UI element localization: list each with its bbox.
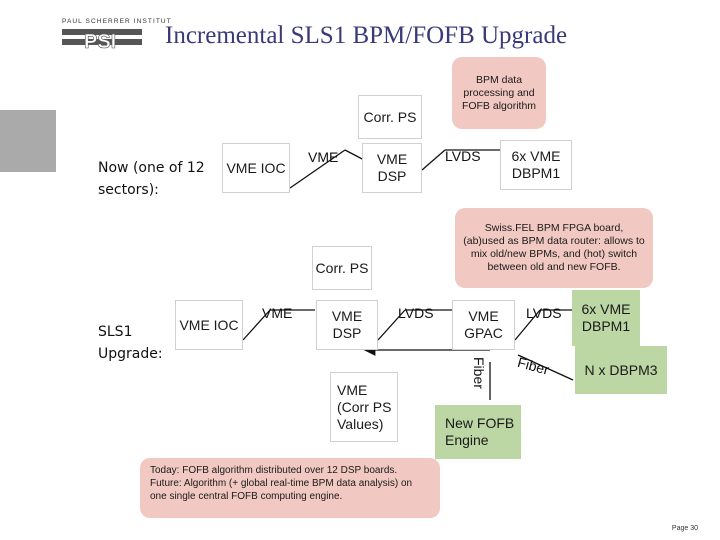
bottom-vme-ioc-label: VME IOC xyxy=(179,316,239,333)
bottom-vme-link-label: VME xyxy=(262,305,293,321)
bottom-vme-gpac-box: VME GPAC xyxy=(452,300,515,350)
top-corr-ps-label: Corr. PS xyxy=(363,108,417,125)
bottom-vme-dsp-box: VME DSP xyxy=(316,300,378,350)
corr-values-label: VME (Corr PS Values) xyxy=(337,381,392,432)
today-callout: Today: FOFB algorithm distributed over 1… xyxy=(140,458,440,518)
bottom-lvds-label-2: LVDS xyxy=(526,305,562,321)
top-vme-link-label: VME xyxy=(308,149,339,165)
today-callout-text: Today: FOFB algorithm distributed over 1… xyxy=(150,465,413,502)
bottom-corr-ps-label: Corr. PS xyxy=(315,259,369,276)
swissfel-callout: Swiss.FEL BPM FPGA board, (ab)used as BP… xyxy=(455,208,653,288)
psi-logo: PAUL SCHERRER INSTITUT PSI xyxy=(62,18,171,52)
label-now: Now (one of 12 sectors): xyxy=(98,160,205,198)
bottom-vme-dsp-label: VME DSP xyxy=(331,308,363,341)
bottom-lvds-line-2a xyxy=(514,309,541,341)
logo-mark-text: PSI xyxy=(84,31,116,52)
fiber-vertical-label: Fiber xyxy=(471,357,487,389)
fiber-line-diagonal xyxy=(517,354,574,381)
bottom-lvds-label-1: LVDS xyxy=(398,305,434,321)
top-dbpm-box: 6x VME DBPM1 xyxy=(500,140,572,190)
bottom-vme-ioc-box: VME IOC xyxy=(175,300,243,350)
page-number: Page 30 xyxy=(671,525,698,532)
top-lvds-line-left xyxy=(421,149,446,171)
bottom-dbpm1-box: 6x VME DBPM1 xyxy=(572,290,640,346)
corr-values-box: VME (Corr PS Values) xyxy=(330,372,398,442)
logo-text: PAUL SCHERRER INSTITUT xyxy=(62,18,172,25)
top-lvds-label: LVDS xyxy=(445,148,481,164)
decorative-grey-block xyxy=(0,110,56,172)
swissfel-callout-text: Swiss.FEL BPM FPGA board, (ab)used as BP… xyxy=(463,222,645,273)
top-vme-ioc-box: VME IOC xyxy=(222,143,290,193)
new-fofb-box: New FOFB Engine xyxy=(435,405,521,459)
top-vme-dsp-label: VME DSP xyxy=(376,151,408,184)
bottom-dbpm1-label: 6x VME DBPM1 xyxy=(581,301,631,334)
top-vme-ioc-label: VME IOC xyxy=(226,159,286,176)
top-vme-line-ioc xyxy=(289,149,346,189)
top-dbpm-label: 6x VME DBPM1 xyxy=(511,148,561,181)
label-upgrade: SLS1 Upgrade: xyxy=(98,324,163,362)
page-title: Incremental SLS1 BPM/FOFB Upgrade xyxy=(165,22,568,49)
bottom-vme-gpac-label: VME GPAC xyxy=(464,308,503,341)
top-corr-ps-box: Corr. PS xyxy=(358,95,422,139)
top-callout: BPM data processing and FOFB algorithm xyxy=(452,57,546,129)
bottom-dbpm3-label: N x DBPM3 xyxy=(584,361,658,378)
new-fofb-label: New FOFB Engine xyxy=(445,415,515,448)
psi-logo-mark: PSI xyxy=(62,29,142,52)
top-vme-dsp-box: VME DSP xyxy=(362,143,422,193)
top-callout-text: BPM data processing and FOFB algorithm xyxy=(461,73,537,112)
bottom-vme-line-ioc xyxy=(242,309,271,341)
bottom-corr-ps-box: Corr. PS xyxy=(312,246,372,290)
bottom-dbpm3-box: N x DBPM3 xyxy=(575,346,667,394)
bottom-lvds-line-1a xyxy=(377,309,406,341)
